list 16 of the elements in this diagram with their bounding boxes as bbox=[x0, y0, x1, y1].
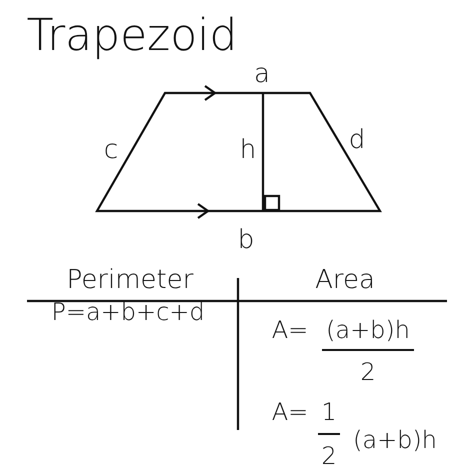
formula-text: (a+b)h bbox=[353, 428, 437, 452]
height-label: h bbox=[240, 137, 256, 163]
formula-text: 2 bbox=[321, 444, 337, 468]
formula-text: A= bbox=[272, 318, 308, 342]
formula-text: 2 bbox=[360, 360, 376, 384]
side-label: d bbox=[348, 127, 366, 153]
title: Trapezoid bbox=[26, 14, 238, 58]
column-header: Perimeter bbox=[66, 267, 194, 293]
formula-text: (a+b)h bbox=[326, 318, 410, 342]
formula-text: A= bbox=[272, 400, 308, 424]
side-label: b bbox=[238, 227, 254, 253]
formula-text: P=a+b+c+d bbox=[51, 300, 205, 324]
column-header: Area bbox=[315, 267, 375, 293]
side-label: a bbox=[254, 61, 270, 87]
side-label: c bbox=[104, 137, 118, 163]
formula-text: 1 bbox=[321, 400, 337, 424]
